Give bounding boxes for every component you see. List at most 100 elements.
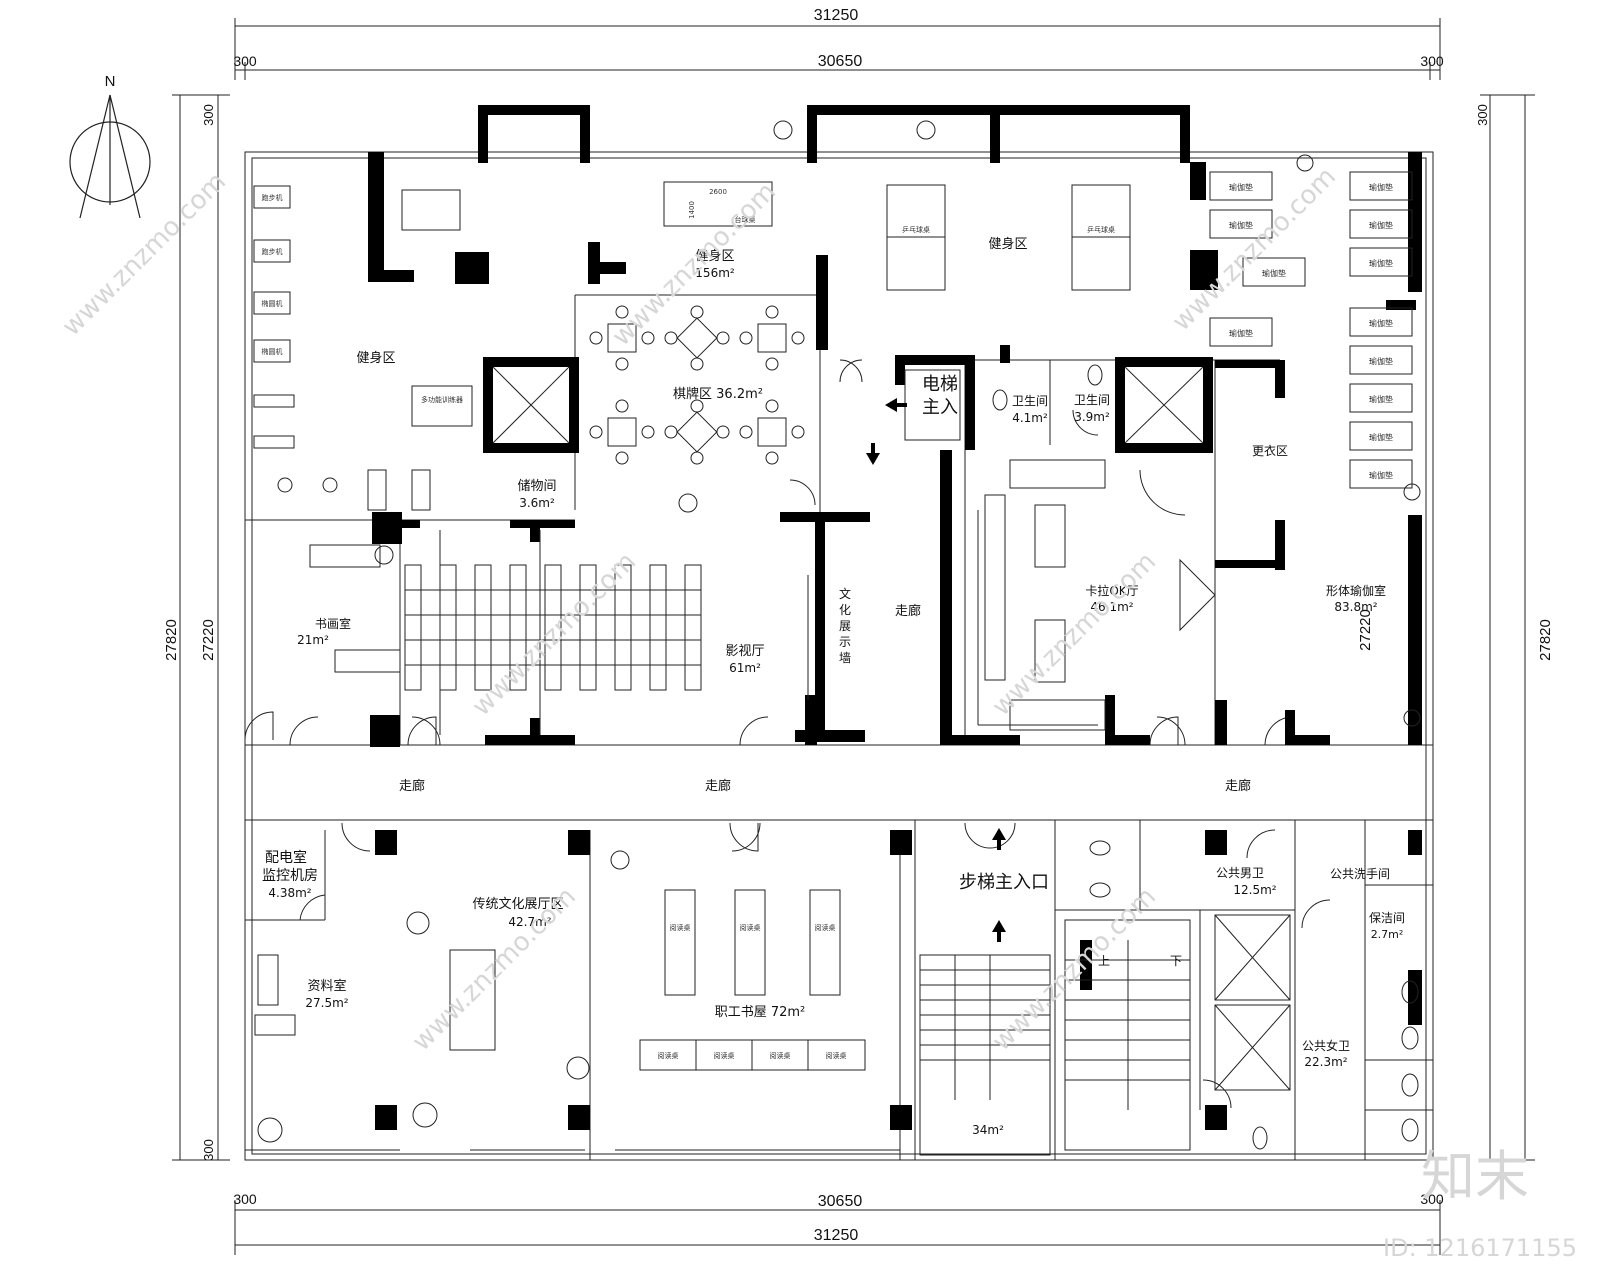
label-gym-top: 健身区 <box>695 248 734 264</box>
dim-top-total: 31250 <box>814 7 859 24</box>
label-corridor-mid: 走廊 <box>895 603 921 619</box>
yoga-mat-label: 瑜伽垫 <box>1369 182 1393 192</box>
label-cinema: 影视厅 <box>725 644 764 659</box>
watermark-logo: 知末 <box>1421 1145 1529 1208</box>
yoga-mats <box>1209 171 1413 489</box>
yoga-mat-label: 瑜伽垫 <box>1229 328 1253 338</box>
label-culture-wall-1: 文 <box>839 586 851 601</box>
watermark-site: www.znzmo.com <box>467 547 642 722</box>
label-archive-area: 27.5m² <box>305 996 348 1010</box>
plant-icon <box>257 120 1421 1143</box>
yoga-mat-label: 瑜伽垫 <box>1369 318 1393 328</box>
room-labels: 健身区 健身区 156m² 健身区 棋牌区 36.2m² 储物间 3.6m² 电… <box>262 236 1405 1137</box>
toilet-icon <box>992 364 1419 1150</box>
reading-tables <box>254 544 866 1071</box>
label-calligraphy: 书画室 <box>315 616 351 631</box>
stair-left <box>919 954 1051 1156</box>
watermark-id: ID: 1216171155 <box>1383 1234 1577 1262</box>
label-corridor-1: 走廊 <box>399 778 425 794</box>
label-women-wc: 公共女卫 <box>1302 1038 1350 1053</box>
reading-table-label: 阅读桌 <box>658 1051 679 1060</box>
label-up: 上 <box>1098 954 1110 968</box>
watermark-site: www.znzmo.com <box>57 167 232 342</box>
door-swings <box>244 359 1331 1109</box>
pool-table-width: 2600 <box>709 188 727 196</box>
dim-bottom-edge-left: 300 <box>233 1191 257 1207</box>
dim-bottom-total: 31250 <box>814 1227 859 1244</box>
label-men-wc-area: 12.5m² <box>1233 883 1276 897</box>
label-washroom: 公共洗手间 <box>1330 867 1390 881</box>
label-storage: 储物间 <box>517 479 556 494</box>
label-power-1: 配电室 <box>265 849 307 866</box>
label-corridor-3: 走廊 <box>1225 778 1251 794</box>
watermark-site: www.znzmo.com <box>987 882 1162 1057</box>
dim-left-edge-top: 300 <box>201 104 216 126</box>
yoga-mat-label: 瑜伽垫 <box>1369 356 1393 366</box>
label-culture-wall-4: 示 <box>839 635 851 649</box>
label-changing: 更衣区 <box>1252 443 1288 458</box>
dim-left-total: 27820 <box>163 619 180 661</box>
arrow-icon <box>866 398 1006 942</box>
label-yoga-area: 83.8m² <box>1334 600 1377 614</box>
label-wc1: 卫生间 <box>1012 394 1048 408</box>
chess-tables <box>589 305 805 465</box>
dim-top-inner: 30650 <box>818 53 863 70</box>
label-calligraphy-area: 21m² <box>297 633 329 647</box>
label-bookroom: 职工书屋 72m² <box>715 1005 806 1020</box>
label-down: 下 <box>1170 954 1182 968</box>
label-stair-entry: 步梯主入口 <box>959 872 1049 893</box>
pool-table-height: 1400 <box>688 201 696 219</box>
label-women-wc-area: 22.3m² <box>1304 1055 1347 1069</box>
yoga-mat-label: 瑜伽垫 <box>1229 220 1253 230</box>
reading-table-label: 阅读桌 <box>714 1051 735 1060</box>
ktv-furniture <box>984 459 1106 731</box>
yoga-mat-labels: 瑜伽垫 瑜伽垫 瑜伽垫 瑜伽垫 瑜伽垫 瑜伽垫 瑜伽垫 瑜伽垫 瑜伽垫 瑜伽垫 … <box>1229 182 1393 480</box>
label-wc1-area: 4.1m² <box>1012 411 1048 425</box>
reading-table-labels: 阅读桌 阅读桌 阅读桌 阅读桌 阅读桌 阅读桌 阅读桌 <box>658 923 847 1060</box>
treadmill-label-2: 跑步机 <box>262 247 283 256</box>
label-wc2: 卫生间 <box>1074 393 1110 407</box>
label-elevator-main-2: 主入 <box>922 397 958 418</box>
label-archive: 资料室 <box>307 978 346 994</box>
label-gym-left: 健身区 <box>356 350 395 366</box>
label-cleaning-area: 2.7m² <box>1371 928 1404 941</box>
dim-right-inner: 27220 <box>1357 609 1374 651</box>
label-corridor-2: 走廊 <box>705 778 731 794</box>
treadmill-label: 跑步机 <box>262 193 283 202</box>
elliptical-label: 椭圆机 <box>262 299 283 308</box>
multi-trainer-label: 多功能训练器 <box>421 395 463 404</box>
yoga-mat-label: 瑜伽垫 <box>1262 268 1286 278</box>
watermark-site: www.znzmo.com <box>987 547 1162 722</box>
label-culture-wall-5: 墙 <box>839 651 851 665</box>
label-culture-wall-3: 展 <box>839 619 851 633</box>
walls <box>368 105 1422 1130</box>
label-storage-area: 3.6m² <box>519 496 555 510</box>
yoga-mat-label: 瑜伽垫 <box>1369 394 1393 404</box>
yoga-mat-label: 瑜伽垫 <box>1369 258 1393 268</box>
dim-right-edge-top: 300 <box>1475 104 1490 126</box>
reading-table-label: 阅读桌 <box>740 923 761 932</box>
label-yoga: 形体瑜伽室 <box>1326 583 1386 598</box>
ping-pong-label-2: 乒乓球桌 <box>1087 225 1115 234</box>
label-cleaning: 保洁间 <box>1369 911 1405 925</box>
reading-table-label: 阅读桌 <box>770 1051 791 1060</box>
elevator-shafts <box>492 366 1291 1091</box>
pool-table-label: 台球桌 <box>735 215 756 224</box>
label-gym-right: 健身区 <box>988 236 1027 252</box>
label-culture-wall-2: 化 <box>839 603 851 617</box>
label-elevator-main-1: 电梯 <box>922 374 958 395</box>
dim-top-edge-left: 300 <box>233 53 257 69</box>
yoga-mat-label: 瑜伽垫 <box>1369 220 1393 230</box>
label-heritage-area: 42.7m² <box>508 915 551 929</box>
elliptical-label-2: 椭圆机 <box>262 347 283 356</box>
partition-lines <box>244 151 1434 1161</box>
label-stair-area: 34m² <box>972 1123 1004 1137</box>
yoga-mat-label: 瑜伽垫 <box>1369 432 1393 442</box>
reading-table-label: 阅读桌 <box>670 923 691 932</box>
yoga-mat-label: 瑜伽垫 <box>1369 470 1393 480</box>
cinema-seats <box>404 530 809 735</box>
label-men-wc: 公共男卫 <box>1216 866 1264 880</box>
label-heritage: 传统文化展厅区 <box>472 897 563 912</box>
label-wc2-area: 3.9m² <box>1074 410 1110 424</box>
